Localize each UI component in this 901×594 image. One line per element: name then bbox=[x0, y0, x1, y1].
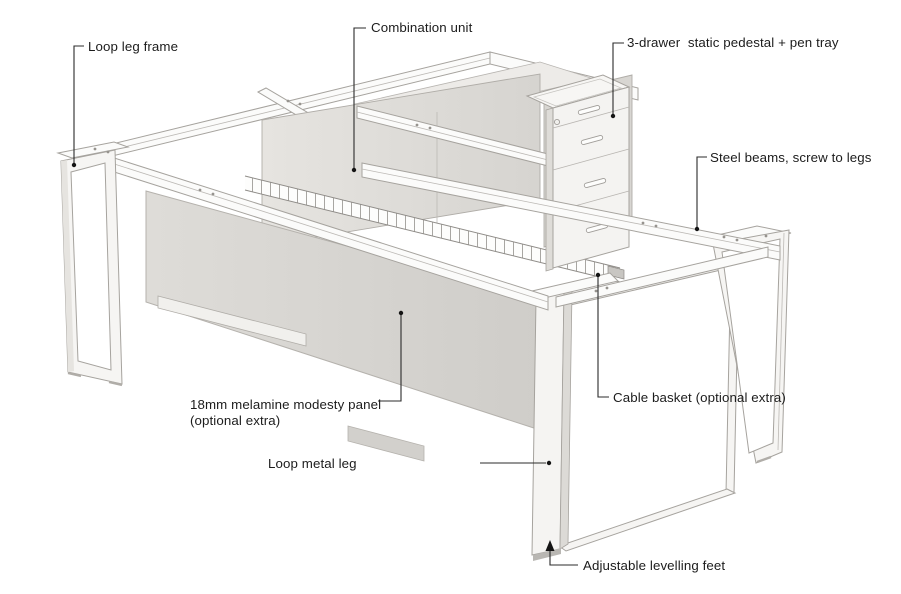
label-pedestal: 3-drawer static pedestal + pen tray bbox=[627, 35, 839, 50]
callout-modesty-panel: 18mm melamine modesty panel (optional ex… bbox=[190, 310, 404, 428]
label-steel-beams: Steel beams, screw to legs bbox=[710, 150, 872, 165]
left-loop-leg bbox=[56, 141, 130, 387]
levelling-foot-shape bbox=[533, 548, 561, 561]
left-leg-plate bbox=[56, 141, 130, 159]
label-cable-basket: Cable basket (optional extra) bbox=[613, 390, 786, 405]
callout-steel-beams: Steel beams, screw to legs bbox=[694, 150, 872, 232]
callout-pedestal: 3-drawer static pedestal + pen tray bbox=[610, 35, 839, 119]
right-loop-leg bbox=[699, 225, 792, 464]
pedestal-front bbox=[552, 86, 630, 269]
label-levelling-feet: Adjustable levelling feet bbox=[583, 558, 725, 573]
loop-metal-leg-shape bbox=[531, 292, 565, 556]
label-loop-leg-frame: Loop leg frame bbox=[88, 39, 178, 54]
callout-loop-leg-frame: Loop leg frame bbox=[71, 39, 178, 168]
callout-combination-unit: Combination unit bbox=[351, 20, 473, 173]
panel-bracket bbox=[347, 425, 425, 462]
up-arrow-icon bbox=[545, 540, 555, 551]
panel-bottom-rail bbox=[157, 295, 307, 347]
left-leg-foot-1 bbox=[67, 371, 82, 378]
drawer-handle-2 bbox=[583, 177, 607, 189]
pedestal-drawing bbox=[525, 74, 631, 272]
right-leg-foot bbox=[756, 455, 772, 464]
modesty-panel-shape bbox=[145, 190, 541, 462]
label-combination-unit: Combination unit bbox=[371, 20, 473, 35]
callout-cable-basket: Cable basket (optional extra) bbox=[595, 272, 786, 405]
label-loop-metal-leg: Loop metal leg bbox=[268, 456, 357, 471]
pen-tray-rim bbox=[532, 78, 623, 107]
callout-levelling-feet: Adjustable levelling feet bbox=[545, 540, 725, 573]
label-modesty-panel-line1: 18mm melamine modesty panel bbox=[190, 397, 381, 412]
label-modesty-panel-line2: (optional extra) bbox=[190, 413, 280, 428]
left-leg-foot-2 bbox=[108, 380, 123, 387]
pen-tray-handle bbox=[577, 104, 601, 116]
drawer-handle-1 bbox=[580, 134, 604, 146]
pedestal-lock bbox=[553, 118, 561, 126]
callout-loop-metal-leg: Loop metal leg bbox=[268, 456, 552, 471]
screw-dots bbox=[93, 99, 768, 293]
